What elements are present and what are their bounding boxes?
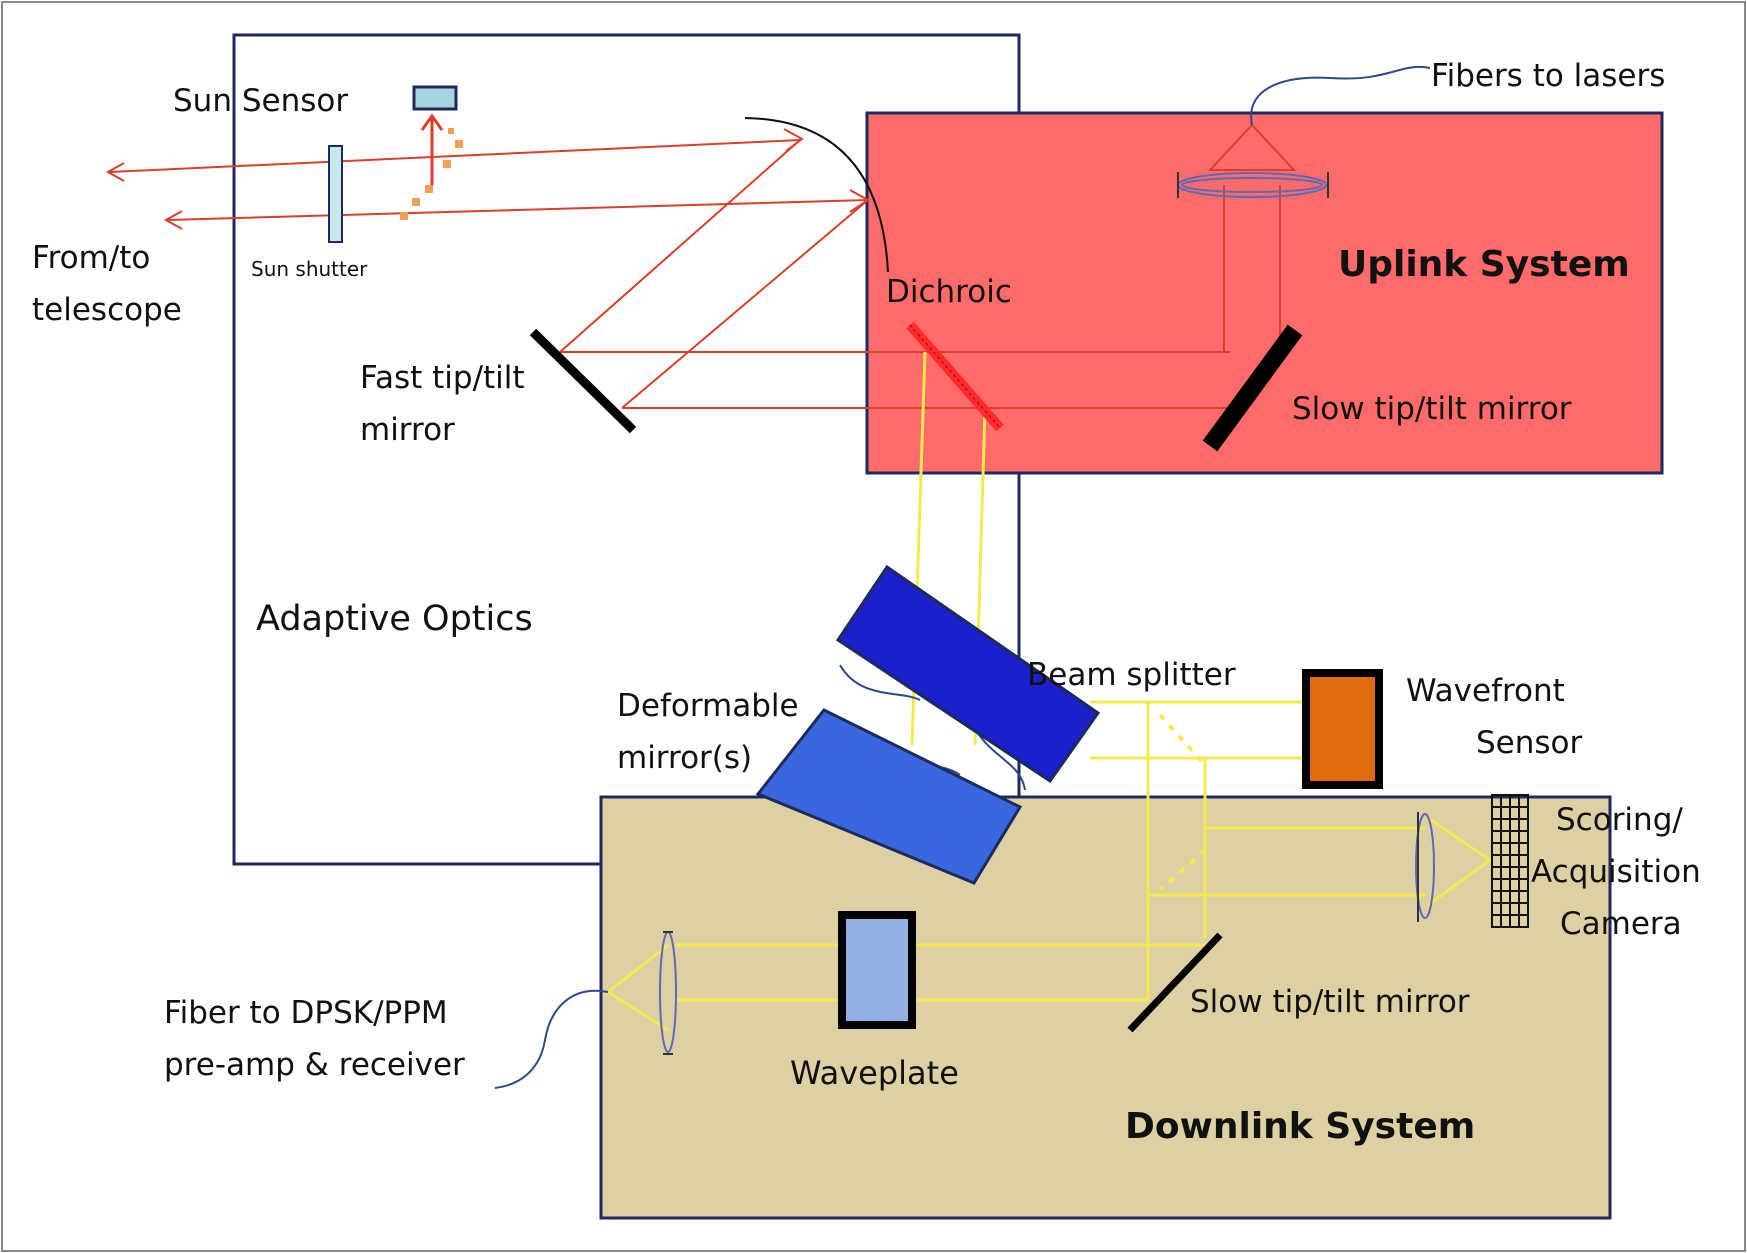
label-scoring-3: Camera bbox=[1560, 906, 1682, 942]
dpsk-fiber-cable bbox=[494, 989, 609, 1089]
sun-sensor-path bbox=[400, 113, 463, 220]
label-from-to-2: telescope bbox=[32, 292, 182, 328]
red-beam-paths bbox=[105, 123, 1297, 409]
label-slow-tip-tilt-uplink: Slow tip/tilt mirror bbox=[1292, 391, 1572, 427]
wavefront-sensor bbox=[1302, 669, 1383, 789]
label-uplink-system: Uplink System bbox=[1338, 244, 1630, 285]
label-scoring-1: Scoring/ bbox=[1556, 802, 1683, 838]
label-wavefront-1: Wavefront bbox=[1406, 673, 1565, 709]
label-fast-tip-tilt-1: Fast tip/tilt bbox=[360, 360, 525, 396]
deformable-mirror-upper bbox=[835, 564, 1101, 784]
sun-sensor-device bbox=[412, 85, 458, 111]
label-waveplate: Waveplate bbox=[790, 1054, 959, 1092]
dichroic-mirror bbox=[906, 321, 1004, 432]
waveplate-element bbox=[838, 911, 916, 1029]
curved-mirror bbox=[744, 117, 889, 273]
label-downlink-system: Downlink System bbox=[1125, 1106, 1475, 1147]
deformable-mirrors bbox=[755, 564, 1101, 885]
label-fiber-dpsk-1: Fiber to DPSK/PPM bbox=[164, 995, 448, 1031]
label-fiber-dpsk-2: pre-amp & receiver bbox=[164, 1047, 465, 1083]
label-from-to-1: From/to bbox=[32, 240, 150, 276]
sun-shutter bbox=[328, 145, 343, 243]
yellow-dotted-paths bbox=[1158, 713, 1207, 892]
label-fast-tip-tilt-2: mirror bbox=[360, 412, 455, 448]
label-deformable-2: mirror(s) bbox=[617, 740, 752, 776]
label-wavefront-2: Sensor bbox=[1476, 725, 1583, 761]
label-beam-splitter: Beam splitter bbox=[1027, 657, 1236, 693]
slow-tip-tilt-mirror-downlink bbox=[1127, 932, 1223, 1033]
label-adaptive-optics: Adaptive Optics bbox=[256, 599, 533, 639]
fast-tip-tilt-mirror bbox=[529, 328, 637, 434]
label-scoring-2: Acquisition bbox=[1531, 854, 1701, 890]
uplink-lens bbox=[1177, 172, 1329, 198]
label-slow-tip-tilt-downlink: Slow tip/tilt mirror bbox=[1190, 984, 1470, 1020]
label-fibers-to-lasers: Fibers to lasers bbox=[1431, 58, 1665, 94]
slow-tip-tilt-mirror-uplink bbox=[1202, 324, 1303, 452]
downlink-system-box bbox=[599, 795, 1612, 1220]
camera-lens bbox=[1415, 812, 1435, 922]
label-sun-shutter: Sun shutter bbox=[251, 257, 368, 281]
label-sun-sensor: Sun Sensor bbox=[173, 83, 348, 119]
label-deformable-1: Deformable bbox=[617, 688, 799, 724]
laser-fiber-cable bbox=[1250, 65, 1431, 126]
label-dichroic: Dichroic bbox=[886, 274, 1012, 310]
acquisition-camera-grid bbox=[1491, 794, 1529, 928]
deformable-mirror-lower bbox=[755, 708, 1023, 885]
downlink-fiber-lens bbox=[659, 931, 677, 1055]
